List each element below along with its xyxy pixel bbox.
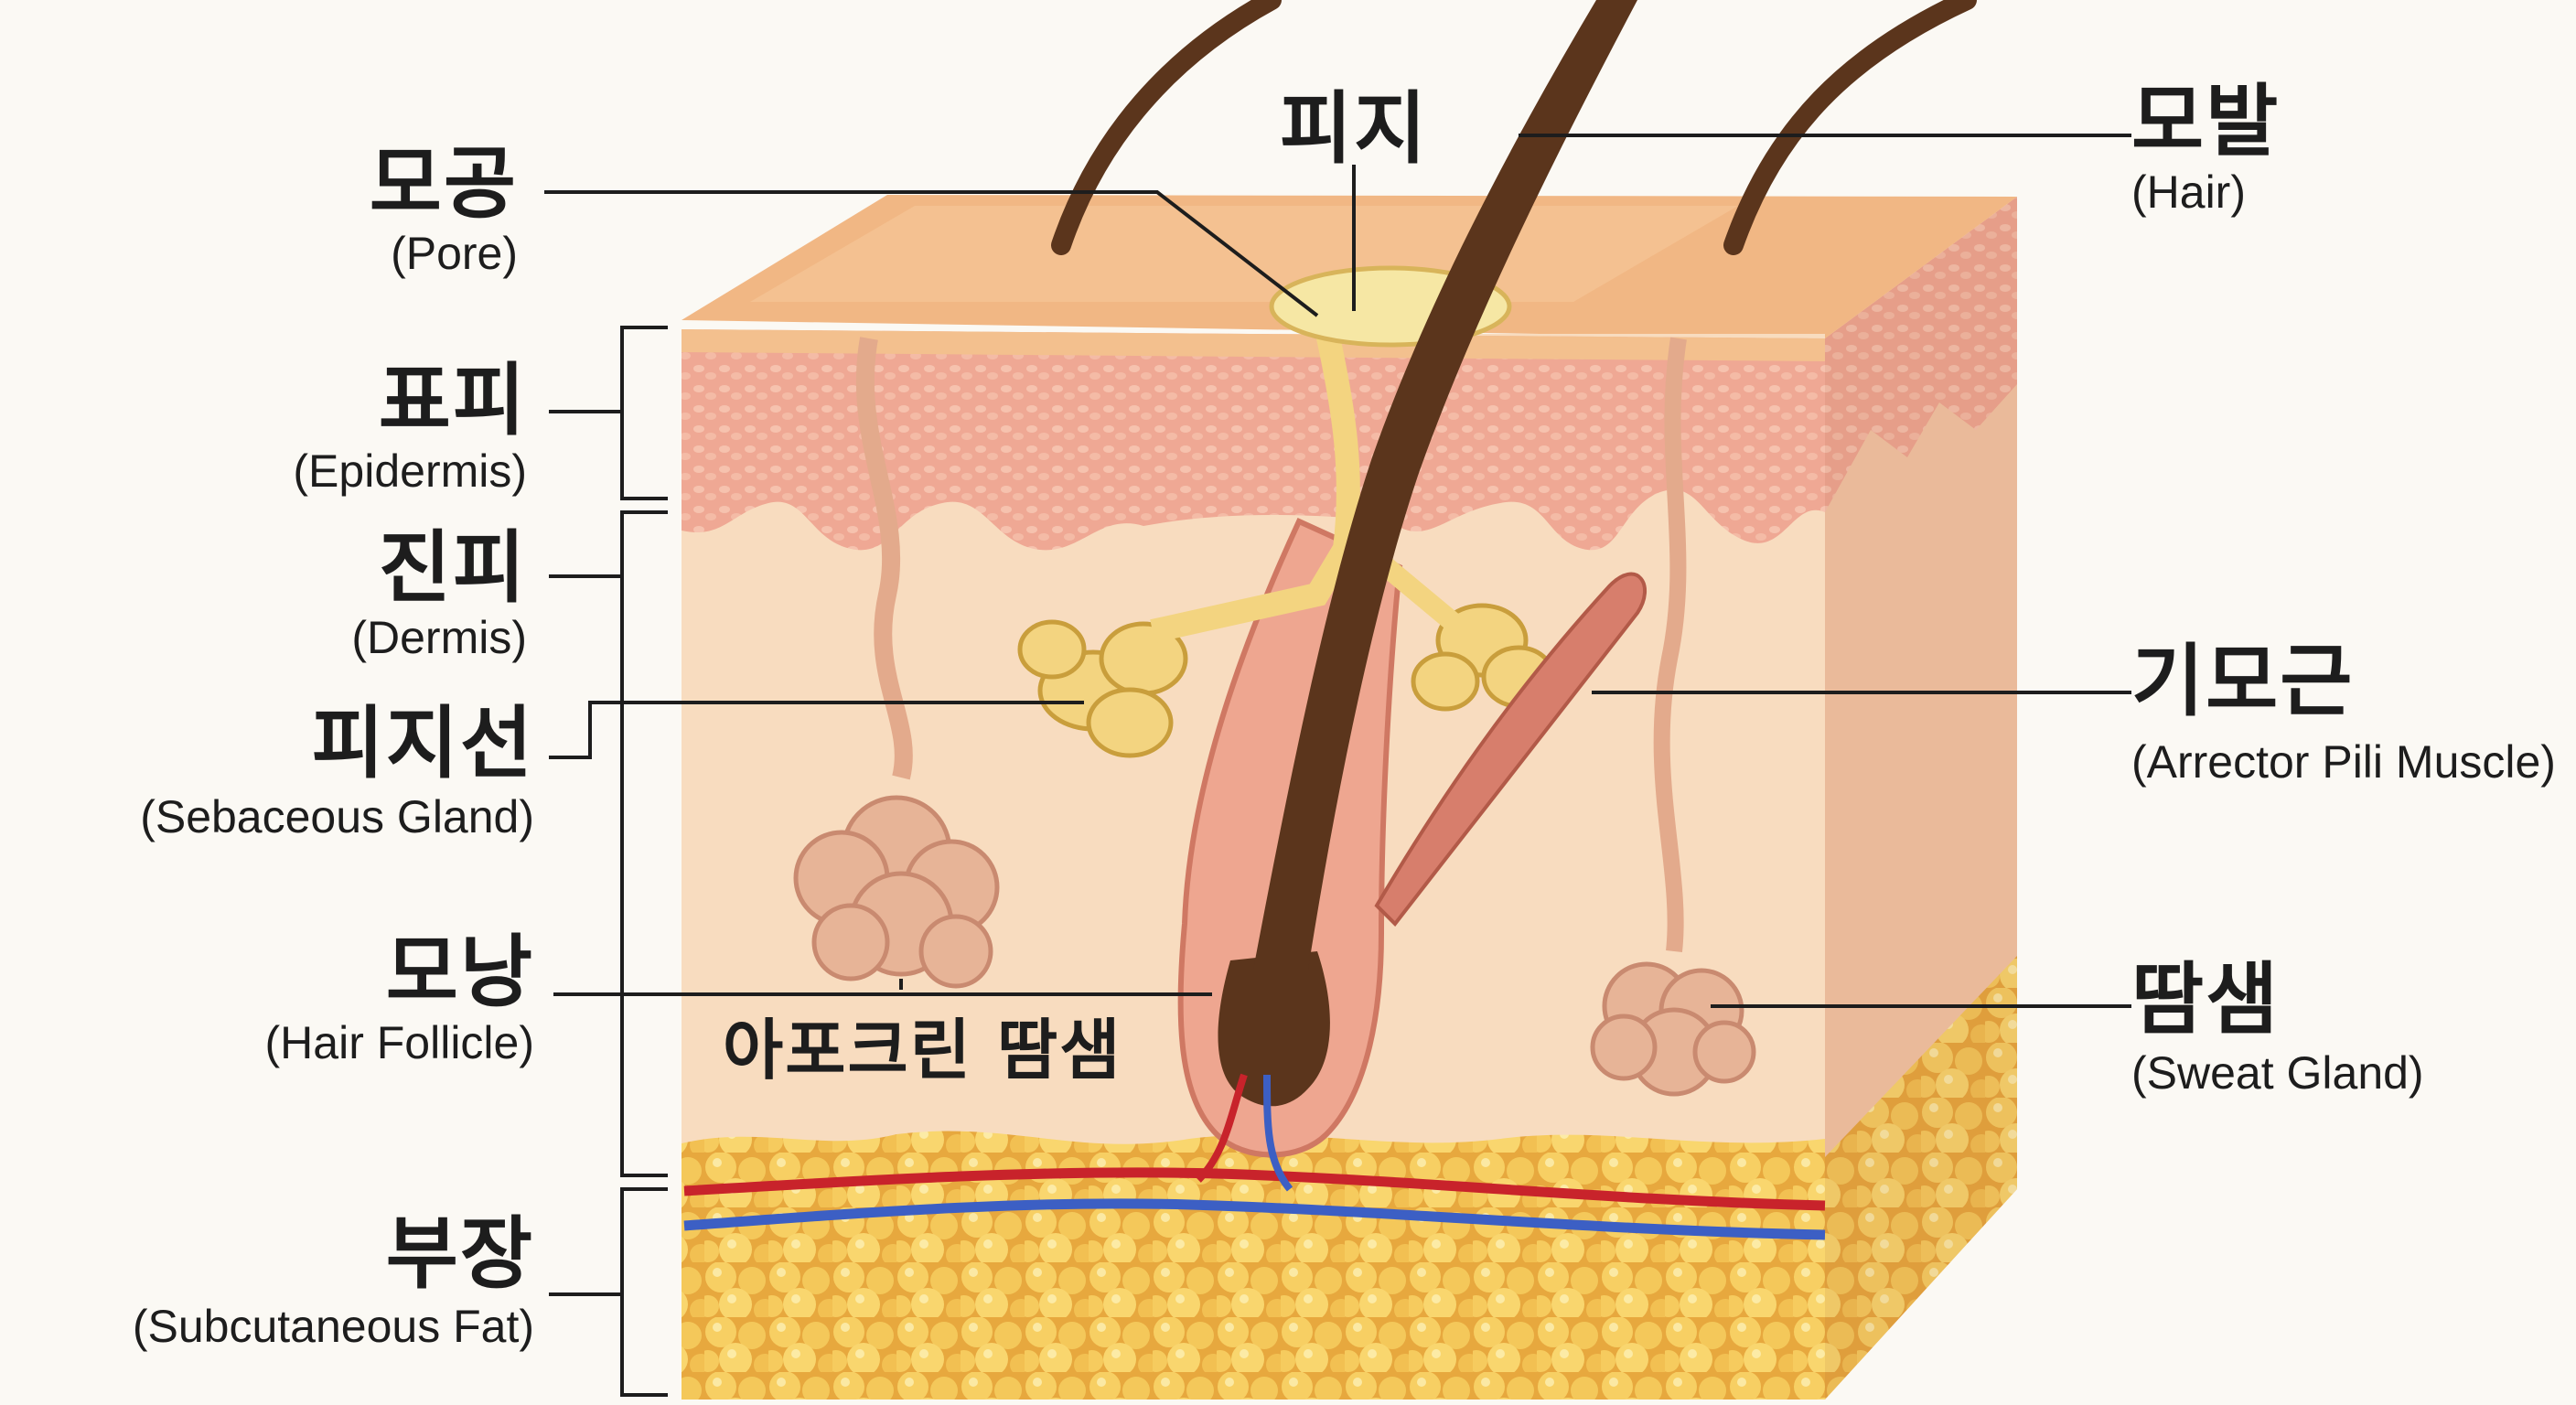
subcutaneous-fat-label-en: (Subcutaneous Fat) [132, 1301, 534, 1352]
arrector-pili-muscle [1374, 572, 1648, 928]
sweat-gland-label-ko: 땀샘 [2131, 954, 2281, 1046]
apocrine-sweat-gland [793, 337, 1000, 989]
hair-follicle-label-ko: 모낭 [385, 927, 534, 1018]
dermis-label-ko: 진피 [378, 522, 527, 614]
pore-leader [544, 190, 1319, 317]
right-face-shade [1825, 197, 2017, 1400]
sebaceous-gland-label-ko: 피지선 [311, 698, 534, 789]
papilla-vein [1263, 1074, 1293, 1192]
stratum-corneum [682, 329, 1825, 361]
fat-front [682, 1131, 1825, 1400]
hair-shaft-left [1051, 0, 1282, 255]
sweat-gland-label-en: (Sweat Gland) [2131, 1047, 2424, 1099]
sebum-duct [1150, 327, 1360, 643]
arrector-pili-label-ko: 기모근 [2131, 636, 2355, 727]
epidermis-label-ko: 표피 [378, 355, 527, 446]
hair-follicle-group [1017, 0, 1637, 1192]
sebaceous-gland-label-en: (Sebaceous Gland) [140, 791, 534, 842]
sebaceous-leader [549, 701, 1084, 759]
pore-label-ko: 모공 [369, 138, 518, 230]
hair-label-ko: 모발 [2131, 76, 2281, 167]
leader-lines [544, 134, 2131, 1397]
skin-surface-highlight [750, 206, 1738, 302]
pore-label-en: (Pore) [391, 228, 518, 279]
hair-shaft-main [1253, 0, 1637, 970]
eccrine-sweat-gland [1590, 337, 1756, 1097]
hair-follicle-label-en: (Hair Follicle) [264, 1017, 534, 1068]
hair-label-en: (Hair) [2131, 166, 2246, 218]
subcutaneous-fat-label-ko: 부장 [385, 1208, 534, 1300]
hair-bulb [1218, 951, 1330, 1107]
dermis-label-en: (Dermis) [351, 612, 527, 663]
sebum-label-ko: 피지 [1279, 83, 1429, 175]
arrector-pili-label-en: (Arrector Pili Muscle) [2131, 736, 2556, 788]
papilla-artery [1196, 1073, 1248, 1183]
fat-right-face [1825, 956, 2017, 1400]
epidermis-right-face [1825, 197, 2017, 512]
apocrine-gland-label-ko: 아포크린 땀샘 [723, 1012, 1122, 1089]
epidermis-label-en: (Epidermis) [293, 445, 527, 497]
epidermis-front [682, 329, 1825, 551]
hair-shaft-right [1723, 0, 1977, 255]
artery-vessel [683, 1167, 1826, 1211]
vein-vessel [683, 1198, 1826, 1240]
fat-bracket [620, 1187, 668, 1397]
sweat-duct [1653, 337, 1687, 952]
dermis-bracket [620, 510, 668, 1177]
epidermis-bracket [620, 326, 668, 500]
apocrine-duct [855, 337, 913, 780]
